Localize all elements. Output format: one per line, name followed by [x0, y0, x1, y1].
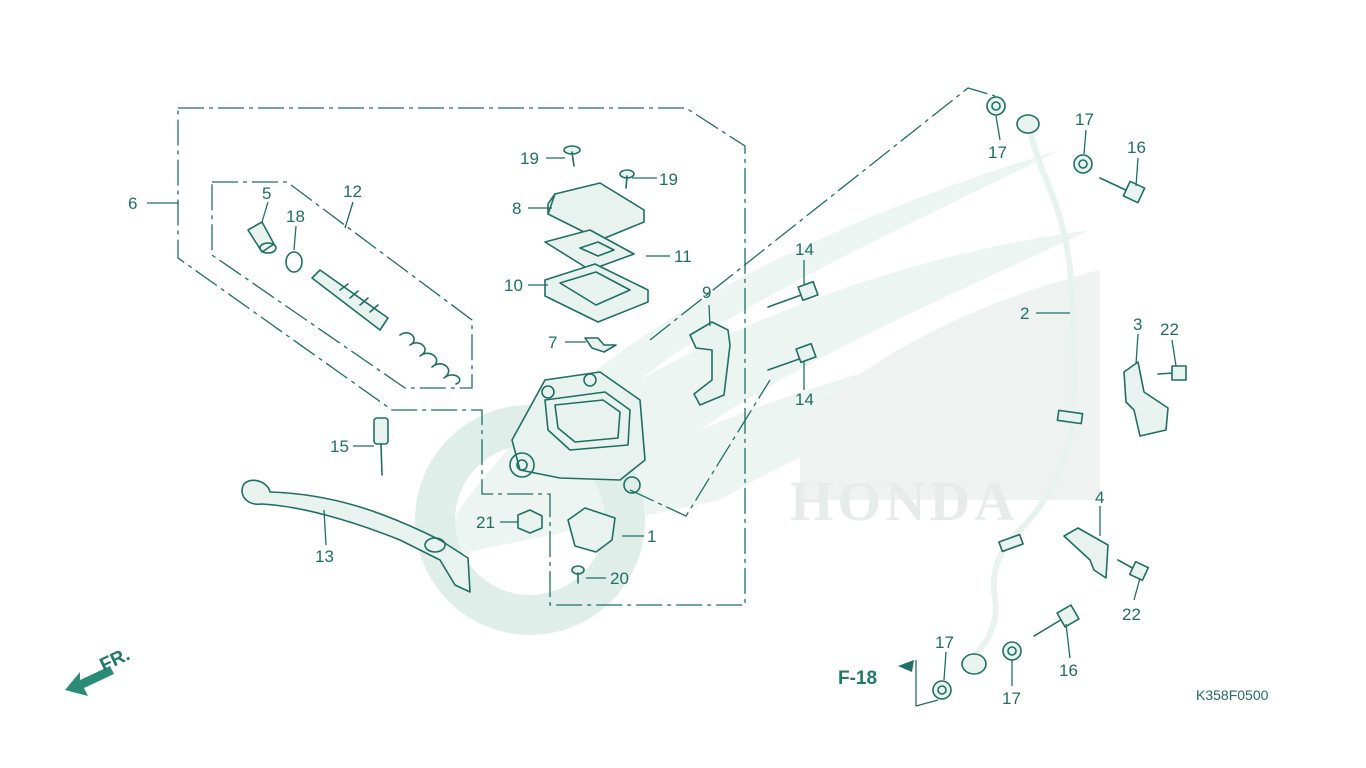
hose-clamp-3 [1123, 361, 1169, 437]
assembly-outline-6 [177, 107, 746, 606]
callout-17d: 17 [1002, 689, 1021, 708]
callout-17a: 17 [988, 143, 1007, 162]
screw-19a [563, 145, 581, 167]
callout-labels: 6 5 18 12 19 19 8 11 10 7 9 14 14 15 13 … [97, 110, 1269, 708]
callout-13: 13 [315, 547, 334, 566]
screw-19b [619, 169, 635, 189]
oil-bolt-16b [1033, 604, 1080, 637]
reservoir-cap-8 [547, 182, 645, 241]
bolt-22b [1117, 559, 1150, 582]
hose-outline [629, 87, 996, 517]
callout-18: 18 [286, 207, 305, 226]
bolt-22a [1157, 365, 1187, 381]
diagram-code: K358F0500 [1196, 687, 1269, 703]
callout-11: 11 [674, 247, 692, 266]
washer-17c [932, 680, 952, 700]
callout-22a: 22 [1160, 320, 1179, 339]
callout-8: 8 [512, 199, 521, 218]
piston-set-12 [311, 269, 461, 385]
front-arrow-icon [65, 666, 114, 696]
callout-19b: 19 [659, 170, 678, 189]
screw-20 [571, 565, 585, 584]
callout-12: 12 [343, 182, 362, 201]
plate-7 [584, 337, 617, 353]
assembly-outline-12 [211, 181, 473, 389]
nut-21 [517, 509, 543, 534]
brake-lever-13 [241, 479, 471, 593]
callout-15: 15 [330, 437, 349, 456]
master-cylinder-body [509, 371, 646, 494]
bolt-14b [767, 342, 817, 371]
callout-21: 21 [476, 513, 495, 532]
diaphragm-10 [544, 263, 649, 323]
pivot-bolt-15 [373, 417, 389, 476]
honda-dotted-logo: HONDA [790, 270, 1100, 533]
hose-guide-4 [1063, 527, 1109, 579]
callout-1: 1 [647, 527, 656, 546]
callout-22b: 22 [1122, 605, 1141, 624]
callout-16b: 16 [1059, 661, 1078, 680]
cap-plate-11 [544, 229, 635, 271]
circlip-18 [285, 251, 303, 273]
ref-arrow [898, 660, 914, 672]
callout-17b: 17 [1075, 110, 1094, 129]
callout-7: 7 [548, 333, 557, 352]
callout-20: 20 [610, 569, 629, 588]
callout-14b: 14 [795, 390, 814, 409]
holder-9 [689, 321, 731, 406]
boot-5 [247, 221, 277, 254]
oil-bolt-16a [1099, 177, 1146, 204]
callout-9: 9 [702, 283, 711, 302]
brake-hose-2 [961, 114, 1084, 675]
bolt-14a [767, 280, 819, 308]
callout-16a: 16 [1127, 138, 1146, 157]
leader-lines [147, 115, 1177, 707]
callout-14a: 14 [795, 240, 814, 259]
callout-17c: 17 [935, 633, 954, 652]
callout-10: 10 [504, 276, 523, 295]
washer-17a [986, 96, 1006, 116]
callout-6: 6 [128, 194, 137, 213]
callout-19a: 19 [520, 149, 539, 168]
washer-17d [1002, 641, 1022, 661]
callout-2: 2 [1020, 304, 1029, 323]
callout-4: 4 [1095, 488, 1104, 507]
callout-5: 5 [262, 184, 271, 203]
callout-3: 3 [1133, 315, 1142, 334]
ref-label-f18: F-18 [838, 668, 877, 689]
brake-switch-1 [567, 507, 616, 553]
honda-watermark-text: HONDA [790, 471, 1018, 533]
washer-17b [1073, 154, 1093, 174]
